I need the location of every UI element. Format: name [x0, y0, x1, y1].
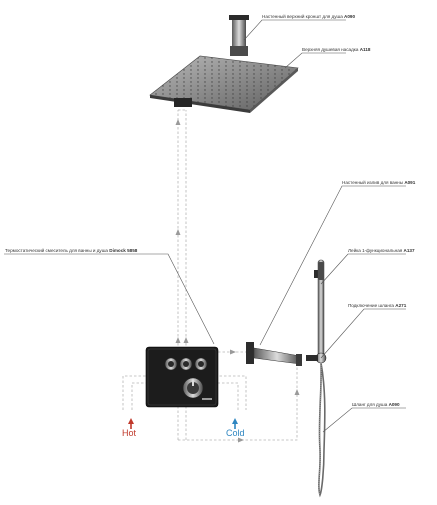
leader-ceiling-arm — [243, 19, 346, 41]
leader-overhead-shower — [284, 52, 346, 69]
label-wall-spout: Настенный излив для ванны A091 — [342, 179, 416, 185]
leader-hand-shower — [320, 253, 406, 285]
label-overhead-shower: Верхняя душевая насадка A118 — [302, 47, 371, 52]
arrow-up-icon — [183, 337, 189, 343]
wall-bath-spout — [246, 342, 302, 366]
arrow-up-icon — [175, 119, 181, 125]
hand-shower-set — [306, 259, 327, 498]
flow-line-bottom — [178, 360, 298, 441]
hand-shower-holder — [314, 270, 319, 278]
hot-arrow-icon — [128, 418, 134, 424]
label-ceiling-arm: Настенный верхний кроншт для душа A090 — [262, 13, 355, 19]
leader-hose — [322, 407, 406, 433]
hot-supply-line — [131, 382, 239, 410]
ceiling-arm — [229, 15, 249, 56]
leader-hose-outlet — [320, 308, 406, 359]
arrow-up-icon — [294, 389, 300, 395]
function-button — [164, 357, 178, 371]
temperature-knob — [182, 377, 204, 399]
arrow-right-icon — [230, 349, 236, 355]
label-hand-shower: Лейка 1-функциональная A137 — [348, 247, 415, 253]
function-button — [194, 357, 208, 371]
brand-badge — [202, 398, 212, 400]
label-hose: Шланг для душа A090 — [352, 402, 400, 407]
leader-lines — [4, 19, 406, 433]
label-hose-outlet: Подключение шланга A271 — [348, 303, 407, 308]
arrow-right-icon — [238, 437, 244, 443]
leader-wall-spout — [259, 185, 406, 346]
thermostatic-mixer — [145, 346, 219, 408]
flow-arrows — [175, 119, 300, 443]
hot-label: Hot — [122, 428, 137, 438]
leader-mixer — [4, 253, 215, 345]
cold-arrow-icon — [232, 418, 238, 424]
cold-indicator: Cold — [226, 418, 245, 438]
arrow-up-icon — [175, 337, 181, 343]
hot-indicator: Hot — [122, 418, 137, 438]
arrow-up-icon — [175, 229, 181, 235]
label-mixer: Термостатический смеситель для ванны и д… — [5, 247, 138, 253]
cold-label: Cold — [226, 428, 245, 438]
overhead-shower-head — [149, 55, 299, 113]
function-button — [179, 357, 193, 371]
shower-hose — [318, 362, 326, 498]
